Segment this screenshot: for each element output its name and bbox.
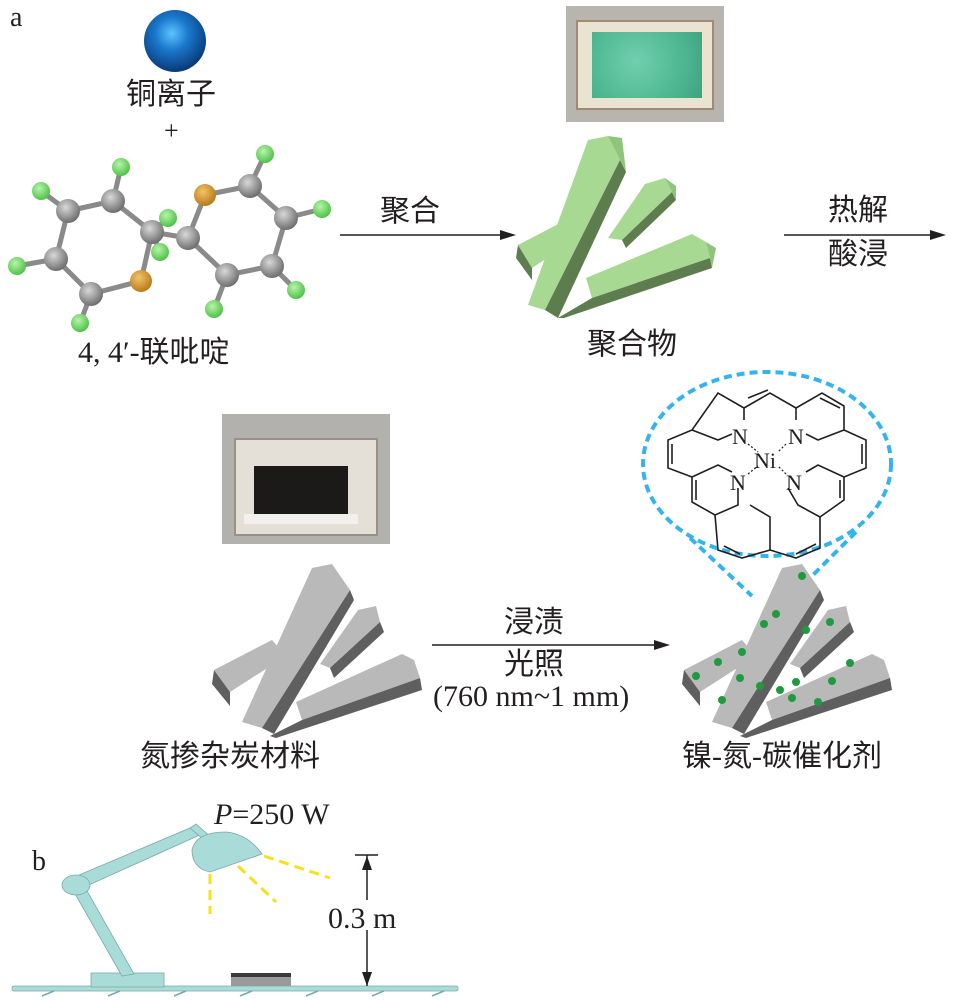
power-symbol: P: [214, 798, 233, 831]
n-atom-4: N: [786, 470, 802, 495]
carbon-crucible-photo: [222, 414, 390, 544]
polymer-structure-icon: [516, 136, 716, 318]
lamp-upper-arm: [71, 827, 203, 889]
bipyridine-label: 4, 4′-联吡啶: [78, 336, 230, 369]
wavelength-range-label: (760 nm~1 mm): [433, 680, 630, 713]
n-doped-carbon-structure-icon: [212, 564, 422, 738]
panel-label-a: a: [10, 2, 23, 33]
ni-n4-structure: [667, 389, 867, 559]
n-atom-1: N: [732, 424, 748, 449]
ni-n-c-catalyst-structure-icon: [682, 564, 892, 738]
n-atom-2: N: [788, 424, 804, 449]
ni-single-atom-dots: [692, 572, 854, 706]
acid-leaching-label: 酸浸: [828, 238, 888, 271]
ground-surface: [11, 985, 459, 997]
lamp-power-label: P=250 W: [214, 800, 330, 830]
light-rays: [208, 854, 331, 914]
arrow-impregnation: [432, 640, 670, 650]
arrow-polymerization: [340, 230, 516, 240]
polymer-crucible-photo: [566, 6, 724, 122]
power-value: =250 W: [232, 798, 330, 831]
copper-ion-label: 铜离子: [126, 78, 216, 111]
n-atom-3: N: [730, 470, 746, 495]
lamp-joint: [61, 874, 91, 896]
panel-label-b: b: [32, 846, 46, 877]
catalyst-label: 镍-氮-碳催化剂: [682, 740, 882, 773]
lamp-head: [191, 831, 263, 873]
polymer-label: 聚合物: [587, 328, 677, 361]
ni-atom: Ni: [754, 448, 776, 473]
polymerization-label: 聚合: [380, 195, 440, 228]
lamp-lower-arm: [69, 881, 135, 977]
bipyridine-molecule: [8, 145, 331, 332]
pyrolysis-label: 热解: [828, 194, 888, 227]
copper-ion-sphere-icon: [144, 10, 206, 72]
distance-label: 0.3 m: [328, 902, 397, 935]
illumination-label: 光照: [504, 648, 564, 681]
plus-sign: +: [164, 116, 179, 145]
lamp-setup: [11, 823, 459, 997]
arrow-pyrolysis: [784, 230, 946, 240]
impregnation-label: 浸渍: [504, 606, 564, 639]
zoom-callout: N N N N Ni: [641, 370, 893, 598]
n-doped-carbon-label: 氮掺杂炭材料: [140, 740, 320, 773]
